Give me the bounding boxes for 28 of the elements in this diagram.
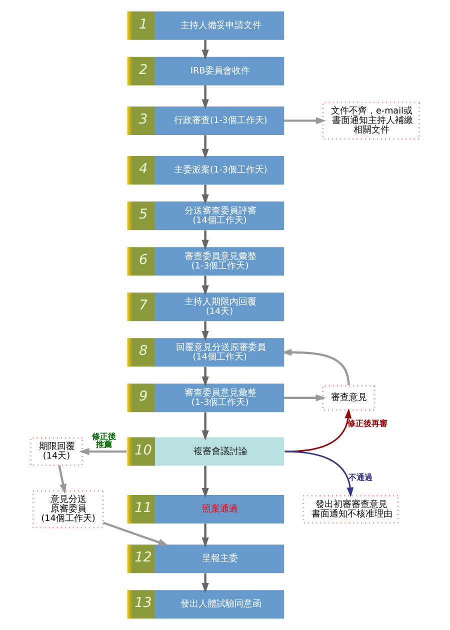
edge-label: 修正後再審 bbox=[347, 418, 388, 428]
node-box: 發出初審審查意見書面通知不核准理由 bbox=[302, 495, 399, 524]
arrow bbox=[202, 524, 209, 548]
arrow bbox=[202, 321, 209, 342]
arrow bbox=[284, 450, 354, 498]
arrow bbox=[284, 117, 326, 124]
arrow bbox=[58, 465, 67, 494]
arrow bbox=[202, 135, 209, 160]
arrow bbox=[102, 522, 169, 546]
node-box: 意見分送原審委員(14個工作天) bbox=[32, 490, 104, 528]
arrow bbox=[202, 366, 209, 387]
node-box: 審查意見 bbox=[322, 384, 376, 411]
edge-label: 不通過 bbox=[348, 472, 373, 482]
arrow bbox=[202, 412, 209, 440]
arrow bbox=[202, 466, 209, 498]
arrow bbox=[284, 408, 352, 452]
arrow bbox=[79, 448, 127, 456]
arrow bbox=[284, 394, 326, 402]
arrow bbox=[202, 184, 209, 205]
edge-label: 修正後推薦 bbox=[92, 431, 116, 450]
arrow bbox=[281, 348, 350, 386]
arrow bbox=[202, 40, 209, 60]
arrow bbox=[202, 86, 209, 110]
arrow bbox=[202, 276, 209, 296]
node-box: 文件不齊，e-mail或書面通知主持人補繳相關文件 bbox=[322, 102, 420, 140]
arrow bbox=[202, 230, 209, 250]
arrow bbox=[202, 573, 209, 594]
node-box: 期限回覆(14天) bbox=[30, 437, 84, 466]
